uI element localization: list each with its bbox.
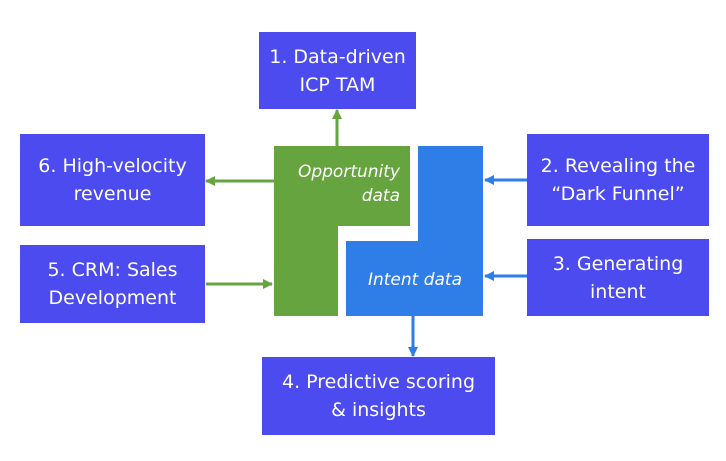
box-data-driven-icp-tam: 1. Data-driven ICP TAM [259, 32, 416, 109]
box-crm-sales-development: 5. CRM: Sales Development [20, 245, 205, 323]
opportunity-data-label: Opportunity data [297, 162, 400, 206]
opportunity-data-shape [274, 146, 410, 316]
intent-data-shape [346, 146, 483, 316]
intent-data-label: Intent data [367, 270, 463, 290]
box-generating-intent: 3. Generating intent [527, 239, 709, 316]
box-revealing-dark-funnel: 2. Revealing the “Dark Funnel” [527, 134, 709, 226]
box-high-velocity-revenue: 6. High-velocity revenue [20, 134, 205, 226]
box-predictive-scoring-insights: 4. Predictive scoring & insights [262, 357, 495, 435]
